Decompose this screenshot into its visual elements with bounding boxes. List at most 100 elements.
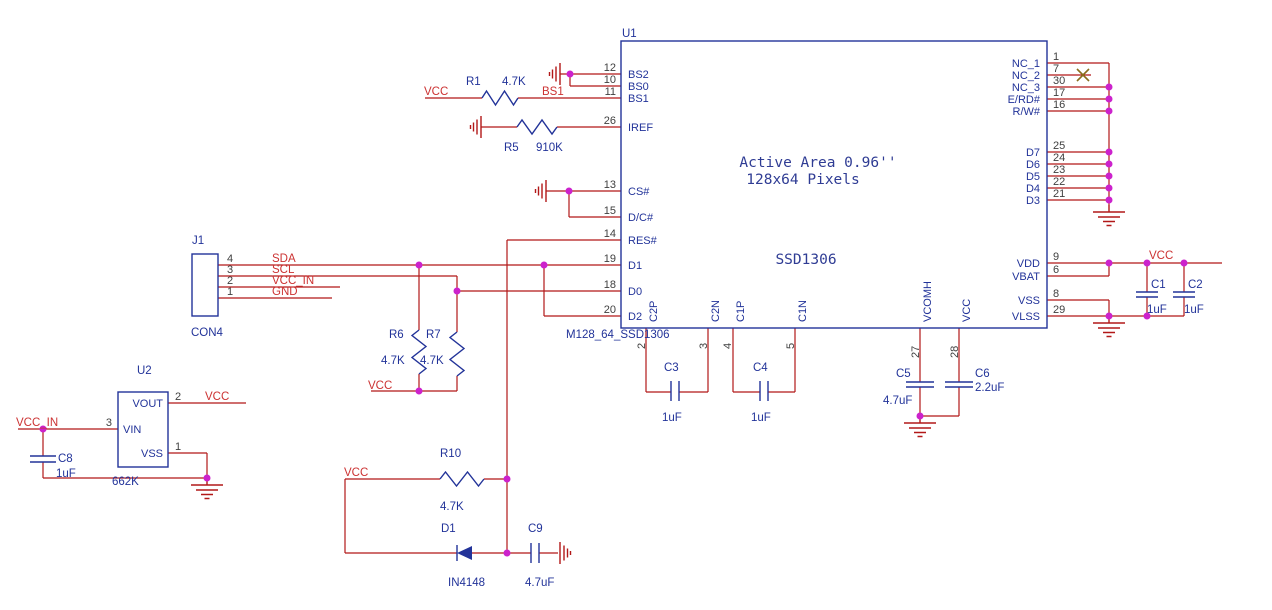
u1-pin-name: R/W# [1013, 106, 1041, 118]
u2-pin-name: VSS [141, 448, 163, 460]
ground-icon [548, 63, 561, 85]
u1-pin-number: 2 [636, 343, 648, 349]
u1-pin-name: C1N [797, 300, 809, 322]
r10-value: 4.7K [440, 501, 464, 513]
u1-pin-number: 11 [605, 86, 616, 98]
u1-pin-number: 8 [1053, 288, 1059, 300]
u2-labels: U2 VOUT VIN VSS 2 3 1 662K VCC VCC_IN [16, 365, 229, 488]
u2-body [117, 391, 169, 468]
net-label-scl: SCL [272, 264, 295, 276]
u1-pin-name: D4 [1026, 183, 1040, 195]
c3-value: 1uF [662, 412, 682, 424]
u1-pin-number: 16 [1053, 99, 1065, 111]
diode-d1-triangle [457, 546, 472, 560]
net-label-vcc: VCC [344, 467, 368, 479]
u2-ref: U2 [137, 365, 152, 377]
u1-pin-number: 4 [722, 343, 734, 349]
u1-pin-name: BS1 [628, 93, 649, 105]
u1-pin-name: RES# [628, 235, 658, 247]
d1-ref: D1 [441, 523, 456, 535]
u1-pin-number: 12 [604, 62, 616, 74]
capacitor-c2 [1173, 291, 1195, 298]
u1-pin-number: 17 [1053, 87, 1065, 99]
capacitor-c1 [1136, 291, 1158, 298]
net-label-vcc: VCC [424, 86, 448, 98]
ground-symbols [191, 63, 1125, 564]
r6-ref: R6 [389, 329, 404, 341]
u1-pin-name: VDD [1017, 258, 1040, 270]
u1-pin-number: 19 [604, 253, 616, 265]
component-symbols [30, 40, 1195, 563]
part-labels: R1 4.7K VCC BS1 R5 910K R6 R7 4.7K 4.7K … [56, 76, 1204, 589]
capacitor-c3 [670, 381, 680, 401]
d1-value: IN4148 [448, 577, 485, 589]
ground-icon [534, 180, 547, 202]
u2-value: 662K [112, 476, 139, 488]
j1-body [191, 253, 219, 317]
net-label-gnd: GND [272, 286, 298, 298]
c9-ref: C9 [528, 523, 543, 535]
u1-pin-name: VSS [1018, 295, 1040, 307]
resistor-r1 [481, 89, 519, 107]
u1-pin-name: C1P [735, 301, 747, 322]
u1-pin-name: NC_1 [1012, 58, 1040, 70]
c8-ref: C8 [58, 453, 73, 465]
u1-pin-number: 30 [1053, 75, 1065, 87]
u1-pin-number: 15 [604, 205, 616, 217]
c4-value: 1uF [751, 412, 771, 424]
r1-ref: R1 [466, 76, 481, 88]
c6-value: 2.2uF [975, 382, 1004, 394]
c2-value: 1uF [1184, 304, 1204, 316]
u1-pin-number: 9 [1053, 251, 1059, 263]
u1-note-line1: Active Area 0.96'' [739, 155, 896, 171]
wires [18, 62, 1222, 554]
net-label-vcc: VCC [1149, 250, 1173, 262]
j1-pin-number: 2 [227, 275, 233, 287]
u1-pin-name: E/RD# [1008, 94, 1041, 106]
c9-value: 4.7uF [525, 577, 554, 589]
r5-value: 910K [536, 142, 563, 154]
u1-pin-number: 29 [1053, 304, 1065, 316]
r7-value: 4.7K [420, 355, 444, 367]
net-label-sda: SDA [272, 253, 296, 265]
junction-dots [39, 70, 1188, 557]
u2-pin-number: 2 [175, 391, 181, 403]
u1-pin-name: C2P [648, 301, 660, 322]
net-label-vcc: VCC [368, 380, 392, 392]
c1-ref: C1 [1151, 279, 1166, 291]
net-label-bs1: BS1 [542, 86, 564, 98]
u1-pin-number: 3 [698, 343, 710, 349]
u1-pin-name: NC_2 [1012, 70, 1040, 82]
u1-pin-name: VCC [961, 299, 973, 322]
c5-value: 4.7uF [883, 395, 912, 407]
capacitor-c8 [30, 455, 56, 463]
u1-labels: U1 Active Area 0.96'' 128x64 Pixels SSD1… [566, 28, 1065, 358]
capacitor-c4 [759, 381, 769, 401]
c2-ref: C2 [1188, 279, 1203, 291]
u1-pin-number: 13 [604, 179, 616, 191]
c3-ref: C3 [664, 362, 679, 374]
r10-ref: R10 [440, 448, 461, 460]
u1-pin-name: BS2 [628, 69, 649, 81]
net-label-vcc-in: VCC_IN [272, 275, 314, 287]
j1-pin-number: 1 [227, 286, 233, 298]
c4-ref: C4 [753, 362, 768, 374]
u1-pin-number: 23 [1053, 164, 1065, 176]
c6-ref: C6 [975, 368, 990, 380]
u1-pin-name: D1 [628, 260, 642, 272]
u1-pin-name: D5 [1026, 171, 1040, 183]
u1-pin-name: IREF [628, 122, 653, 134]
net-label-vcc-in: VCC_IN [16, 417, 58, 429]
u1-pin-name: D0 [628, 286, 642, 298]
r1-value: 4.7K [502, 76, 526, 88]
ground-icon [559, 542, 572, 564]
u1-pin-name: VLSS [1012, 311, 1040, 323]
resistor-r6 [410, 329, 428, 375]
u1-pin-number: 6 [1053, 264, 1059, 276]
u1-pin-number: 7 [1053, 63, 1059, 75]
u1-pin-number: 20 [604, 304, 616, 316]
c1-value: 1uF [1147, 304, 1167, 316]
c8-value: 1uF [56, 468, 76, 480]
u1-pin-number: 28 [949, 346, 961, 358]
